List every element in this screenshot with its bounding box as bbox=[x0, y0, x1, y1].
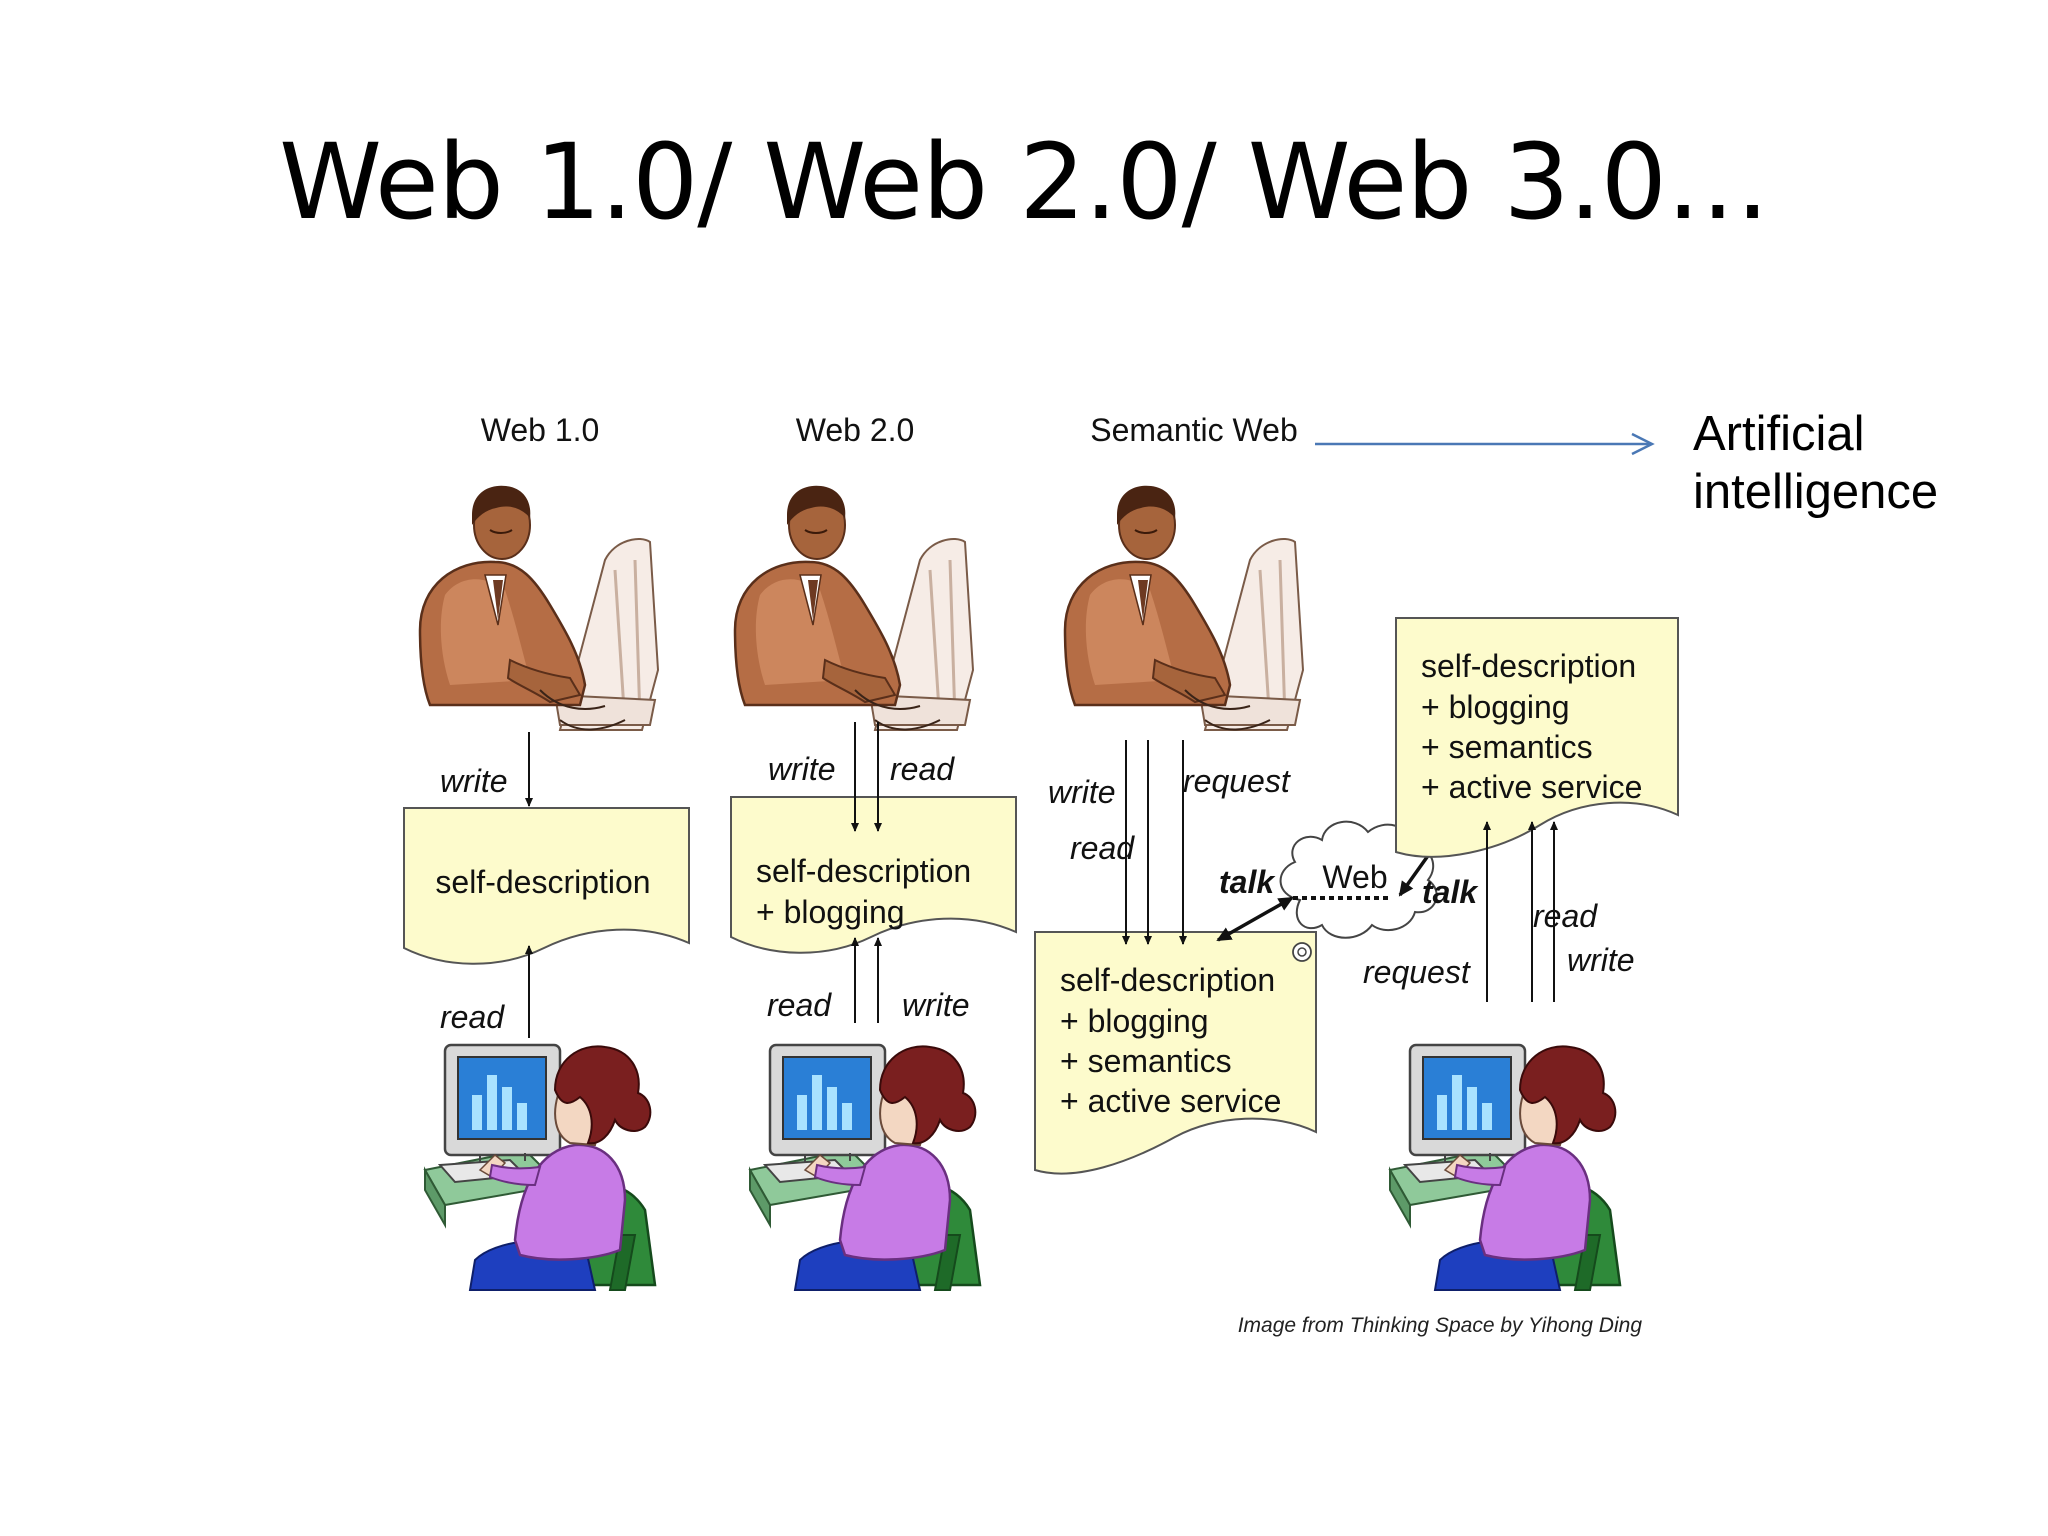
man-at-computer-icon bbox=[733, 484, 975, 732]
semantic-document-right bbox=[1395, 617, 1679, 858]
ai-label-line2: intelligence bbox=[1693, 465, 1939, 519]
web1-box-line1: self-description bbox=[435, 864, 650, 900]
semantic-left-box-line4: + active service bbox=[1060, 1083, 1281, 1119]
web-cloud-label: Web bbox=[1322, 859, 1387, 895]
web2-read-top-label: read bbox=[890, 751, 955, 787]
talk-right-label: talk bbox=[1422, 874, 1479, 910]
semantic-read-label: read bbox=[1070, 830, 1135, 866]
semantic-write-right-label: write bbox=[1567, 942, 1635, 978]
web1-write-label: write bbox=[440, 763, 508, 799]
ai-label: Artificial intelligence bbox=[1693, 405, 1938, 521]
talk-left-label: talk bbox=[1219, 864, 1276, 900]
semantic-write-label: write bbox=[1048, 774, 1116, 810]
semantic-left-box-line1: self-description bbox=[1060, 962, 1275, 998]
semantic-right-box-line3: + semantics bbox=[1421, 729, 1593, 765]
semantic-left-box-line2: + blogging bbox=[1060, 1003, 1209, 1039]
semantic-left-box-line3: + semantics bbox=[1060, 1043, 1232, 1079]
semantic-request-top-label: request bbox=[1183, 763, 1291, 799]
web2-write-bottom-label: write bbox=[902, 987, 970, 1023]
man-at-computer-icon bbox=[1063, 484, 1305, 732]
semantic-request-bottom-label: request bbox=[1363, 954, 1471, 990]
semantic-right-box-line2: + blogging bbox=[1421, 689, 1570, 725]
semantic-right-box-line4: + active service bbox=[1421, 769, 1642, 805]
woman-at-computer-icon bbox=[423, 1043, 657, 1292]
semantic-read-right-label: read bbox=[1533, 898, 1598, 934]
web2-box-line1: self-description bbox=[756, 853, 971, 889]
web2-box-line2: + blogging bbox=[756, 894, 905, 930]
slide-title: Web 1.0/ Web 2.0/ Web 3.0… bbox=[279, 121, 1770, 243]
semantic-document-left bbox=[1034, 931, 1317, 1175]
column-label-web1: Web 1.0 bbox=[481, 412, 600, 448]
column-label-web2: Web 2.0 bbox=[796, 412, 915, 448]
woman-at-computer-icon bbox=[1388, 1043, 1622, 1292]
web1-read-label: read bbox=[440, 999, 505, 1035]
ai-label-line1: Artificial bbox=[1693, 407, 1865, 461]
woman-at-computer-icon bbox=[748, 1043, 982, 1292]
semantic-right-box-line1: self-description bbox=[1421, 648, 1636, 684]
web2-write-top-label: write bbox=[768, 751, 836, 787]
column-label-semantic: Semantic Web bbox=[1090, 412, 1298, 448]
image-caption: Image from Thinking Space by Yihong Ding bbox=[1238, 1314, 1643, 1337]
man-at-computer-icon bbox=[418, 484, 660, 732]
web2-read-bottom-label: read bbox=[767, 987, 832, 1023]
talk-left-arrow bbox=[1216, 896, 1294, 942]
